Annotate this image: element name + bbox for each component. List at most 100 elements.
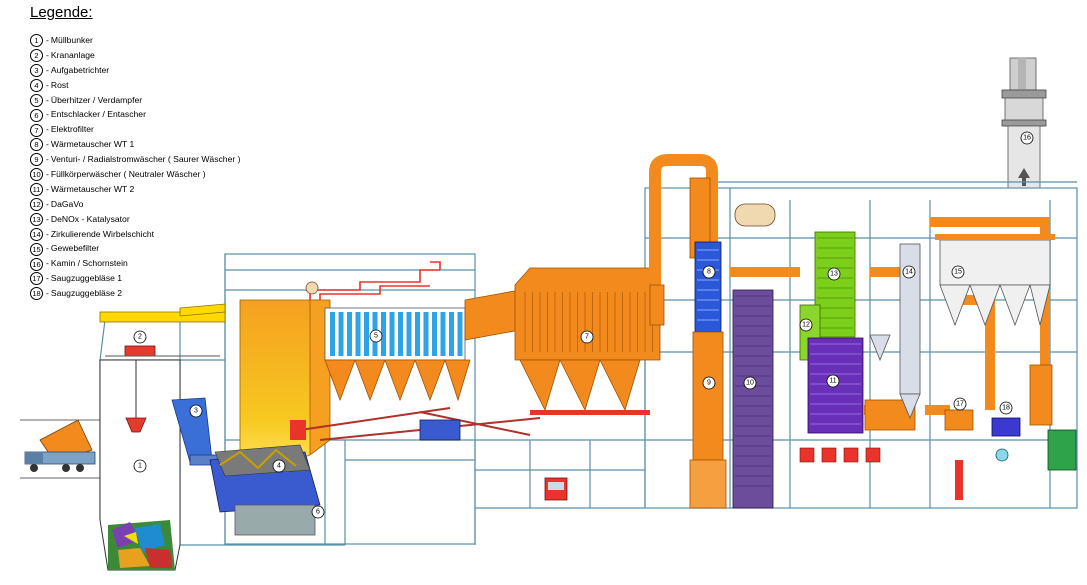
marker-circle xyxy=(826,374,840,388)
legend-label: Krananlage xyxy=(50,49,95,60)
marker-circle xyxy=(311,505,325,519)
legend-item: 9-Venturi- / Radialstromwäscher ( Saurer… xyxy=(30,152,240,167)
legend-item: 18-Saugzuggebläse 2 xyxy=(30,286,240,301)
flue-duct xyxy=(464,289,521,341)
legend-number: 13 xyxy=(30,212,43,226)
marker-17: 17 xyxy=(953,397,967,411)
superheater-bundle xyxy=(330,312,335,356)
superheater-bundle xyxy=(415,312,420,356)
legend-dash: - xyxy=(46,198,49,209)
induced-draft-fans xyxy=(944,409,1077,471)
marker-number: 8 xyxy=(707,269,711,276)
legend-label: DeNOx - Katalysator xyxy=(50,213,130,224)
marker-circle xyxy=(999,401,1013,415)
marker-circle xyxy=(743,376,757,390)
marker-number: 7 xyxy=(585,334,589,341)
superheater-bundle xyxy=(440,312,446,356)
marker-12: 12 xyxy=(799,318,813,332)
legend-title: Legende: xyxy=(30,4,93,21)
legend-label: Zirkulierende Wirbelschicht xyxy=(50,228,155,239)
heat-exchanger-1 xyxy=(694,241,722,333)
legend-dash: - xyxy=(46,258,49,269)
storage-tank xyxy=(734,203,776,227)
grate xyxy=(209,444,321,536)
legend-item: 2-Krananlage xyxy=(30,48,240,63)
legend-number: 9 xyxy=(30,153,43,167)
venturi-scrubber xyxy=(689,331,727,509)
marker-number: 6 xyxy=(316,509,320,516)
legend-dash: - xyxy=(46,183,49,194)
legend-item: 15-Gewebefilter xyxy=(30,241,240,256)
marker-circle xyxy=(580,330,594,344)
marker-8: 8 xyxy=(702,265,716,279)
marker-circle xyxy=(189,404,203,418)
legend-dash: - xyxy=(46,35,49,45)
marker-number: 2 xyxy=(138,334,142,341)
legend-number: 1 xyxy=(30,34,43,48)
legend-number: 18 xyxy=(30,287,43,301)
legend-dash: - xyxy=(46,169,49,180)
marker-11: 11 xyxy=(826,374,840,388)
legend-label: Überhitzer / Verdampfer xyxy=(50,94,143,105)
legend-number: 3 xyxy=(30,64,43,78)
legend-dash: - xyxy=(46,124,49,135)
legend-item: 6-Entschlacker / Entascher xyxy=(30,107,240,122)
legend-label: Müllbunker xyxy=(50,35,93,45)
legend-number: 15 xyxy=(30,242,43,256)
steam-lines xyxy=(305,261,441,300)
marker-16: 16 xyxy=(1020,131,1034,145)
marker-15: 15 xyxy=(951,265,965,279)
marker-3: 3 xyxy=(189,404,203,418)
marker-number: 12 xyxy=(802,322,810,329)
superheater-bundle xyxy=(364,312,369,356)
marker-number: 15 xyxy=(954,269,962,276)
marker-number: 10 xyxy=(746,380,754,387)
superheater-bundle xyxy=(449,312,454,356)
marker-number: 13 xyxy=(830,271,838,278)
marker-18: 18 xyxy=(999,401,1013,415)
superheater-bundle xyxy=(398,312,403,356)
legend-number: 10 xyxy=(30,168,43,182)
superheater-bundle xyxy=(406,312,412,356)
superheater-bundle xyxy=(457,312,463,356)
marker-circle xyxy=(799,318,813,332)
boiler xyxy=(239,299,331,471)
superheater-bundle xyxy=(423,312,429,356)
legend-item: 7-Elektrofilter xyxy=(30,122,240,137)
legend-number: 2 xyxy=(30,49,43,63)
legend-number: 8 xyxy=(30,138,43,152)
legend-label: Wärmetauscher WT 1 xyxy=(50,139,135,150)
marker-circle xyxy=(951,265,965,279)
marker-circle xyxy=(902,265,916,279)
marker-5: 5 xyxy=(369,329,383,343)
legend-item: 1-Müllbunker xyxy=(30,33,240,48)
legend-label: Rost xyxy=(50,79,69,90)
packed-scrubber xyxy=(732,289,774,509)
legend-dash: - xyxy=(46,288,49,299)
marker-circle xyxy=(953,397,967,411)
legend-dash: - xyxy=(46,94,49,105)
marker-number: 4 xyxy=(277,463,281,470)
legend-item: 14-Zirkulierende Wirbelschicht xyxy=(30,227,240,242)
marker-number: 3 xyxy=(194,408,198,415)
superheater-bundle xyxy=(355,312,361,356)
legend-dash: - xyxy=(46,213,49,224)
circulating-fluidized-bed xyxy=(869,243,921,420)
legend-label: DaGaVo xyxy=(50,198,84,209)
superheater-bundle xyxy=(347,312,352,356)
legend-item: 13-DeNOx - Katalysator xyxy=(30,212,240,227)
superheater-bundle xyxy=(381,312,386,356)
marker-number: 9 xyxy=(707,380,711,387)
marker-7: 7 xyxy=(580,330,594,344)
marker-circle xyxy=(1020,131,1034,145)
superheater xyxy=(324,307,471,402)
marker-number: 5 xyxy=(374,333,378,340)
legend-dash: - xyxy=(46,109,49,120)
legend-number: 5 xyxy=(30,93,43,107)
legend-dash: - xyxy=(46,64,49,75)
marker-circle xyxy=(272,459,286,473)
legend-item: 4-Rost xyxy=(30,78,240,93)
